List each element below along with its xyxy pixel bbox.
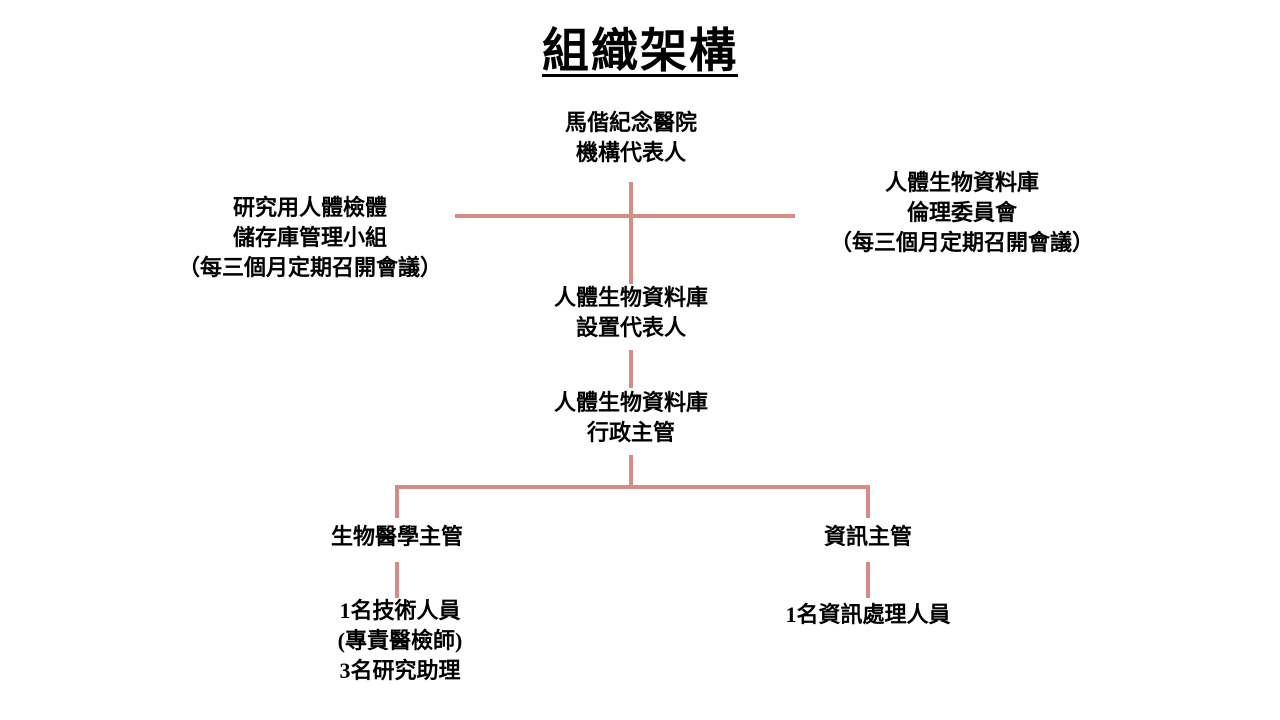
connector-crossbar-supervisors bbox=[395, 485, 870, 489]
node-text-line: 資訊主管 bbox=[823, 524, 913, 549]
node-text-line: 行政主管 bbox=[586, 420, 676, 445]
node-it-supervisor: 資訊主管 bbox=[824, 522, 912, 552]
connector-it-to-staff bbox=[866, 562, 870, 598]
node-text-line: 1名技術人員 bbox=[339, 598, 461, 623]
connector-top-to-biobank-rep bbox=[629, 182, 633, 284]
node-text-line: 人體生物資料庫 bbox=[553, 390, 709, 415]
node-hospital-representative: 馬偕紀念醫院 機構代表人 bbox=[565, 108, 697, 168]
node-text-line: 人體生物資料庫 bbox=[884, 170, 1040, 195]
node-text-line: 儲存庫管理小組 bbox=[232, 225, 388, 250]
node-admin-supervisor: 人體生物資料庫 行政主管 bbox=[554, 388, 708, 448]
node-text-line: 人體生物資料庫 bbox=[553, 285, 709, 310]
node-text-line: 倫理委員會 bbox=[906, 200, 1018, 225]
node-ethics-committee: 人體生物資料庫 倫理委員會 （每三個月定期召開會議） bbox=[830, 168, 1094, 258]
connector-admin-to-crossbar bbox=[629, 455, 633, 489]
connector-crossbar-committees bbox=[455, 214, 795, 218]
node-text-line: (專責醫檢師) bbox=[337, 628, 463, 653]
page-title: 組織架構 bbox=[0, 12, 1280, 81]
node-text-line: 1名資訊處理人員 bbox=[785, 602, 951, 627]
node-text-line: （每三個月定期召開會議） bbox=[177, 255, 443, 280]
node-biomedical-supervisor: 生物醫學主管 bbox=[331, 522, 463, 552]
connector-biomedical-to-staff bbox=[395, 562, 399, 598]
node-text-line: 馬偕紀念醫院 bbox=[564, 110, 698, 135]
node-text-line: 研究用人體檢體 bbox=[232, 195, 388, 220]
node-text-line: 機構代表人 bbox=[575, 140, 687, 165]
node-biobank-representative: 人體生物資料庫 設置代表人 bbox=[554, 283, 708, 343]
connector-drop-it bbox=[866, 485, 870, 518]
node-text-line: 設置代表人 bbox=[575, 315, 687, 340]
node-text-line: （每三個月定期召開會議） bbox=[829, 230, 1095, 255]
node-text-line: 生物醫學主管 bbox=[330, 524, 464, 549]
node-text-line: 3名研究助理 bbox=[339, 658, 461, 683]
node-repository-management-group: 研究用人體檢體 儲存庫管理小組 （每三個月定期召開會議） bbox=[178, 193, 442, 283]
node-it-staff: 1名資訊處理人員 bbox=[785, 600, 950, 630]
connector-drop-biomedical bbox=[395, 485, 399, 518]
connector-biobank-rep-to-admin bbox=[629, 350, 633, 388]
page-title-text: 組織架構 bbox=[542, 26, 738, 78]
node-biomedical-staff: 1名技術人員 (專責醫檢師) 3名研究助理 bbox=[338, 596, 463, 686]
